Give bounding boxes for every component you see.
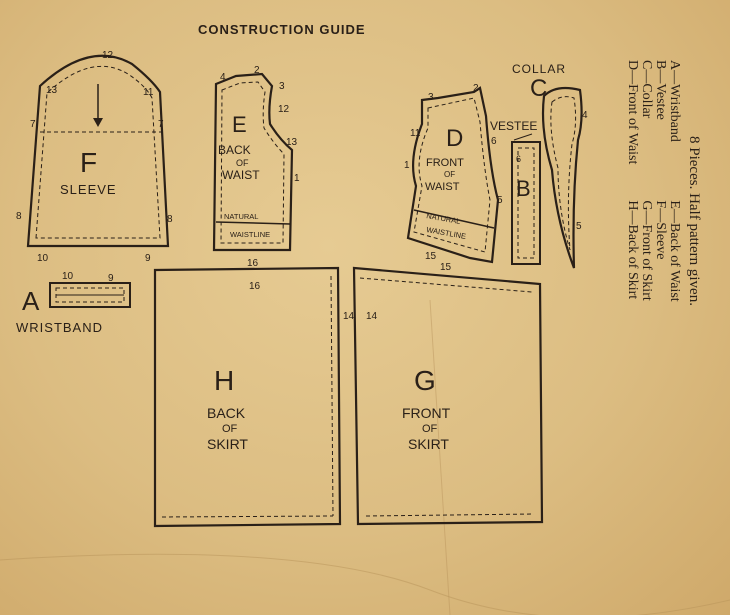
- piece-label: WRISTBAND: [16, 320, 103, 335]
- piece-label: FRONT: [426, 157, 464, 169]
- legend-item: C—Collar: [639, 60, 654, 119]
- legend-item: H—Back of Skirt: [625, 200, 640, 300]
- notch-label: 13: [286, 137, 298, 148]
- piece-letter: E: [232, 112, 247, 137]
- pieces-legend: 8 Pieces. Half pattern given. A—Wristban…: [625, 60, 702, 580]
- legend-column-2: E—Back of Waist F—Sleeve G—Front of Skir…: [625, 200, 682, 302]
- legend-item: F—Sleeve: [653, 200, 668, 260]
- legend-item: E—Back of Waist: [667, 200, 682, 302]
- notch-label: 12: [102, 50, 114, 61]
- piece-label: NATURAL: [426, 211, 461, 226]
- notch-label: 7: [30, 119, 36, 130]
- notch-label: 10: [37, 253, 49, 264]
- piece-letter: C: [530, 75, 547, 102]
- page-title: CONSTRUCTION GUIDE: [198, 22, 366, 37]
- notch-label: 1: [294, 173, 300, 184]
- piece-letter: A: [22, 286, 40, 316]
- notch-label: 13: [46, 85, 58, 96]
- notch-label: 14: [366, 311, 378, 322]
- piece-label: WAISTLINE: [426, 225, 467, 241]
- piece-label: OF: [444, 170, 455, 179]
- piece-label: SLEEVE: [60, 182, 117, 197]
- notch-label: 4: [220, 72, 226, 83]
- notch-label: 6: [516, 154, 521, 164]
- piece-label: SKIRT: [207, 436, 248, 452]
- piece-letter: B: [516, 176, 531, 201]
- notch-label: 10: [62, 271, 74, 282]
- notch-label: 11: [143, 87, 154, 98]
- piece-letter: D: [446, 125, 463, 152]
- piece-d-front-of-waist: 3 2 11 6 1 5 15 D FRONT OF WAIST NATURAL…: [404, 83, 503, 264]
- piece-label: SKIRT: [408, 436, 449, 452]
- pieces-header: 8 Pieces. Half pattern given.: [686, 136, 702, 306]
- piece-label: COLLAR: [512, 62, 566, 76]
- piece-f-sleeve: 12 13 11 7 7 8 8 10 9 F SLEEVE: [16, 50, 173, 264]
- notch-label: 7: [158, 119, 164, 130]
- notch-label: 1: [404, 160, 410, 171]
- paper-crease: [0, 553, 730, 615]
- piece-g-front-of-skirt: 14 15 G FRONT OF SKIRT: [352, 262, 544, 526]
- notch-label: 12: [278, 104, 290, 115]
- piece-label: WAIST: [222, 168, 260, 182]
- notch-label: 4: [582, 110, 588, 121]
- piece-label: OF: [222, 423, 238, 435]
- notch-label: 3: [428, 92, 434, 103]
- notch-label: 8: [167, 214, 173, 225]
- notch-label: 11: [410, 128, 421, 139]
- legend-column-1: A—Wristband B—Vestee C—Collar D—Front of…: [625, 60, 682, 165]
- piece-e-back-of-waist: 4 2 3 12 13 1 E BACK OF WAIST NATURAL WA…: [212, 65, 300, 252]
- notch-label: 2: [473, 83, 479, 94]
- notch-label: 16: [247, 258, 259, 269]
- notch-label: 9: [108, 273, 114, 284]
- notch-label: 9: [145, 253, 151, 264]
- piece-label: FRONT: [402, 405, 451, 421]
- notch-label: 8: [16, 211, 22, 222]
- piece-letter: H: [214, 365, 234, 396]
- piece-label: OF: [422, 423, 438, 435]
- piece-letter: G: [414, 365, 436, 396]
- legend-item: D—Front of Waist: [625, 60, 640, 165]
- legend-item: B—Vestee: [653, 60, 668, 120]
- piece-label: WAISTLINE: [230, 230, 270, 239]
- notch-label: 15: [440, 262, 452, 273]
- piece-h-back-of-skirt: 16 16 14 H BACK OF SKIRT: [153, 258, 355, 528]
- notch-label: 3: [279, 81, 285, 92]
- piece-letter: F: [80, 147, 97, 178]
- legend-item: G—Front of Skirt: [639, 200, 654, 301]
- piece-label: OF: [236, 158, 249, 168]
- notch-label: 16: [249, 281, 261, 292]
- notch-label: 5: [497, 195, 503, 206]
- notch-label: 15: [425, 251, 437, 262]
- piece-b-vestee: 6 B VESTEE: [490, 119, 541, 265]
- piece-label: BACK: [218, 143, 251, 157]
- piece-label: VESTEE: [490, 119, 537, 133]
- notch-label: 6: [491, 136, 497, 147]
- notch-label: 5: [576, 221, 582, 232]
- notch-label: 2: [254, 65, 260, 76]
- piece-label: NATURAL: [224, 212, 258, 221]
- notch-label: 14: [343, 311, 355, 322]
- piece-label: BACK: [207, 405, 246, 421]
- paper-crease: [429, 299, 451, 615]
- legend-item: A—Wristband: [667, 60, 682, 142]
- piece-label: WAIST: [425, 181, 460, 193]
- piece-c-collar: C COLLAR 4 5: [512, 62, 588, 269]
- piece-a-wristband: 10 9 A WRISTBAND: [16, 271, 131, 335]
